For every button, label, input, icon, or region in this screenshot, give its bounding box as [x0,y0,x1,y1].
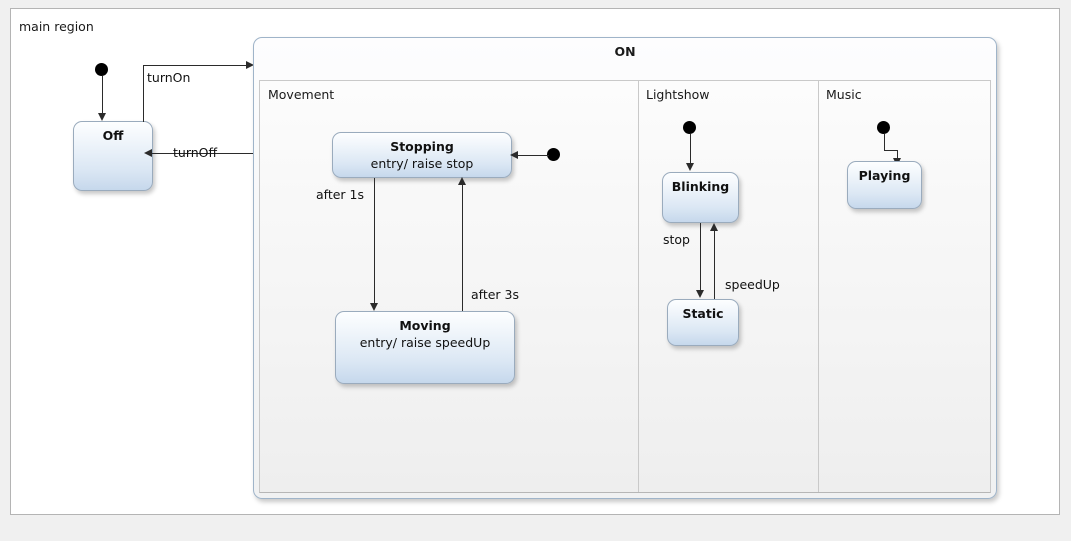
state-static-label: Static [682,306,724,321]
initial-node-music[interactable] [877,121,890,134]
composite-state-on[interactable]: ON Movement Lightshow Music Stopping ent… [253,37,997,499]
transition-initial-to-playing-line-h [884,150,898,151]
transition-after1s-label: after 1s [316,187,365,202]
transition-after3s-line [462,184,463,311]
state-static[interactable]: Static [667,299,739,346]
state-moving[interactable]: Moving entry/ raise speedUp [335,311,515,384]
transition-initial-to-off-line [102,76,103,119]
transition-initial-to-blinking-line [690,134,691,166]
region-label-music: Music [826,87,862,102]
transition-speedup-label: speedUp [725,277,780,292]
state-playing[interactable]: Playing [847,161,922,209]
transition-stop-arrowhead [696,290,704,298]
transition-turnon-vertical [143,65,144,122]
initial-node-lightshow[interactable] [683,121,696,134]
state-off[interactable]: Off [73,121,153,191]
transition-after3s-label: after 3s [471,287,520,302]
state-playing-label: Playing [858,168,911,183]
transition-turnon-arrowhead [246,61,254,69]
region-divider-1 [638,81,639,492]
state-blinking-label: Blinking [671,179,730,194]
transition-speedup-line [714,230,715,299]
transition-turnoff-label: turnOff [173,145,218,160]
transition-turnoff-stub [252,153,253,154]
initial-node-main[interactable] [95,63,108,76]
transition-speedup-arrowhead [710,223,718,231]
transition-after3s-arrowhead [458,177,466,185]
state-moving-entry-action: entry/ raise speedUp [359,335,491,350]
state-moving-label: Moving [399,318,451,333]
transition-initial-to-stopping-arrowhead [510,151,518,159]
initial-node-movement[interactable] [547,148,560,161]
transition-turnon-horizontal [143,65,248,66]
state-stopping-label: Stopping [390,139,454,154]
region-label-lightshow: Lightshow [646,87,710,102]
transition-initial-to-off-arrowhead [98,113,106,121]
diagram-canvas[interactable]: main region Off turnOn turnOff ON M [10,8,1060,515]
state-off-label: Off [102,128,124,143]
transition-stop-label: stop [663,232,690,247]
composite-regions-container: Movement Lightshow Music Stopping entry/… [259,80,991,493]
transition-initial-to-stopping-line [516,155,549,156]
transition-stop-line [700,223,701,293]
transition-turnoff-arrowhead [144,149,152,157]
transition-after1s-arrowhead [370,303,378,311]
transition-turnoff-horizontal [148,153,253,154]
state-blinking[interactable]: Blinking [662,172,739,223]
state-stopping-entry-action: entry/ raise stop [370,156,474,171]
region-label-movement: Movement [268,87,335,102]
region-divider-2 [818,81,819,492]
transition-turnon-label: turnOn [147,70,191,85]
transition-after1s-line [374,178,375,306]
transition-initial-to-playing-line-v1 [884,134,885,150]
composite-state-on-label: ON [614,44,636,59]
main-region-label: main region [19,19,94,34]
transition-initial-to-playing-line-v2 [897,150,898,161]
transition-initial-to-blinking-arrowhead [686,163,694,171]
state-stopping[interactable]: Stopping entry/ raise stop [332,132,512,178]
